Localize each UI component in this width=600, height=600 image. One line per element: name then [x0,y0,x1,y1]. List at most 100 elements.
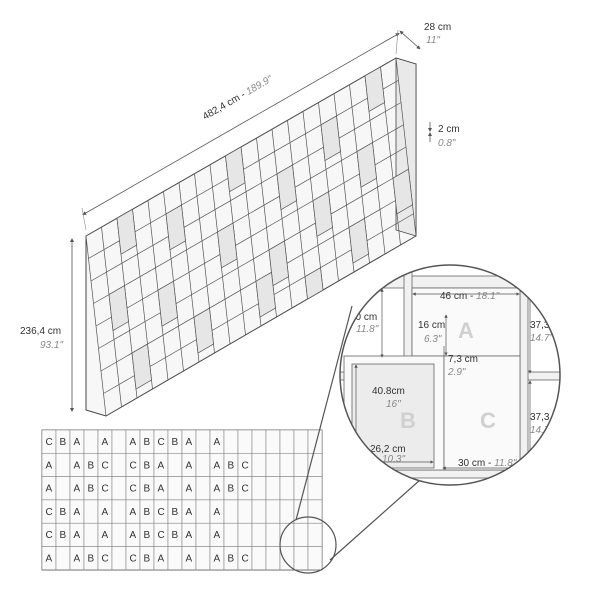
right-height-1-cm: 37,3 cm [530,320,566,331]
grid-cell-label: A [102,437,109,448]
grid-cell [251,453,267,477]
grid-cell-label: C [46,507,53,518]
grid-cell-label: C [102,460,109,471]
grid-cell-label: A [214,554,221,565]
door-panel [304,267,324,300]
grid-cell-label: A [158,484,165,495]
grid-cell-label: B [60,530,67,541]
grid-cell-label: A [102,507,109,518]
grid-cell [111,476,127,501]
grid-cell-label: A [46,460,53,471]
grid-cell-label: C [46,437,53,448]
zoom-source-circle [279,516,337,574]
grid-cell-label: A [74,554,81,565]
grid-cell-label: B [172,437,179,448]
grid-cell [83,499,99,524]
grid-cell [307,476,323,501]
grid-cell [251,476,267,501]
bottom-width-label: 30 cm - 11.8" [458,458,517,469]
grid-cell-label: B [144,554,151,565]
gap-in: 2.9" [447,367,466,378]
grid-cell-label: C [158,530,165,541]
grid-cell-label: B [172,530,179,541]
grid-cell [55,476,71,501]
grid-cell [265,429,281,454]
grid-cell-label: A [74,437,81,448]
grid-cell-label: A [214,484,221,495]
grid-cell [111,429,127,454]
inner-height-in: 6.3" [424,334,442,345]
grid-cell [195,522,211,547]
depth-label-cm: 28 cm [424,22,451,33]
grid-cell [223,499,239,524]
left-height-in: 11.8" [356,324,379,335]
height-label-cm: 236,4 cm [20,326,61,337]
detail-zoom: A B C 46 cm - 18.1" 30 cm 11.8" 16 cm 6.… [339,264,566,486]
grid-cell [279,429,295,454]
grid-cell [293,453,309,477]
grid-cell [293,546,309,571]
grid-cell-label: B [88,554,95,565]
right-height-2-cm: 37,3 cm [530,412,566,423]
grid-cell-label: B [144,484,151,495]
grid-cell-label: B [88,460,95,471]
grid-cell [279,476,295,501]
width-label: 482,4 cm - 189.9" [201,74,275,123]
door-height-in: 16" [386,399,401,410]
grid-cell [167,546,183,571]
depth-dimension: 28 cm 11" [399,22,451,50]
grid-cell-label: B [228,484,235,495]
grid-cell [195,476,211,501]
grid-cell-label: A [186,484,193,495]
grid-cell [195,429,211,454]
grid-cell-label: A [186,554,193,565]
gap-cm: 7,3 cm [448,354,478,365]
grid-cell-label: A [74,460,81,471]
grid-cell [111,522,127,547]
grid-cell-label: C [102,554,109,565]
grid-cell [279,453,295,477]
grid-cell-label: C [158,507,165,518]
grid-cell [293,522,309,547]
grid-cell-label: B [60,437,67,448]
shelf-line [105,235,417,417]
grid-cell [279,546,295,571]
grid-cell [265,476,281,501]
grid-cell-label: A [74,530,81,541]
shelf-label-cm: 2 cm [438,124,460,135]
grid-cell-label: B [144,460,151,471]
grid-cell-label: C [130,460,137,471]
grid-cell-label: A [186,437,193,448]
grid-cell [251,546,267,571]
grid-cell-label: B [228,460,235,471]
door-panel [108,285,129,332]
door-height-cm: 40.8cm [372,386,405,397]
door-panel [255,271,276,318]
grid-cell-label: C [130,554,137,565]
grid-cell-label: A [46,554,53,565]
right-height-2-in: 14.7" [530,425,553,436]
grid-cell-label: C [130,484,137,495]
grid-cell [223,429,239,454]
depth-label-in: 11" [426,35,440,46]
shelf-thickness-dimension: 2 cm 0.8" [428,122,460,149]
grid-cell-label: B [60,507,67,518]
grid-cell [307,429,323,454]
grid-cell [265,522,281,547]
grid-cell-label: A [186,460,193,471]
grid-cell [265,499,281,524]
grid-cell [83,522,99,547]
grid-cell [265,546,281,571]
grid-cell [237,499,253,524]
grid-cell-label: B [228,554,235,565]
grid-cell-label: A [214,460,221,471]
grid-cell [83,429,99,454]
grid-cell [237,429,253,454]
grid-cell-label: A [186,507,193,518]
grid-cell-label: A [74,484,81,495]
grid-cell-label: A [130,530,137,541]
grid-cell-label: C [242,460,249,471]
grid-cell-label: A [214,507,221,518]
door-panel [157,280,178,327]
door-panel [131,343,152,390]
